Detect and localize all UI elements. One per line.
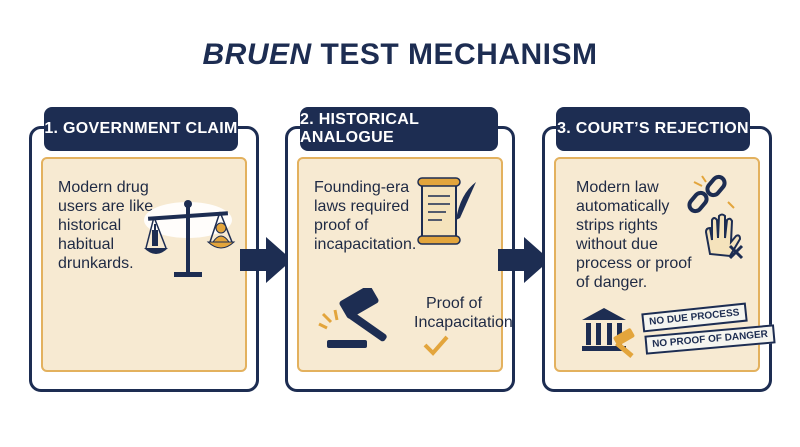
- arrow-right-icon: [240, 237, 292, 283]
- scroll-quill-icon: [417, 177, 476, 245]
- title-rest: TEST MECHANISM: [311, 38, 598, 71]
- broken-chain-icon: [687, 174, 735, 214]
- panel-3-heading: 3. COURT’S REJECTION: [556, 107, 750, 151]
- gavel-icon: [318, 288, 387, 348]
- courthouse-icon: [582, 308, 635, 358]
- raised-hand-icon: [704, 213, 744, 260]
- balance-scale-icon: [144, 200, 236, 277]
- arrow-right-icon-2: [498, 237, 550, 283]
- page-title: BRUEN TEST MECHANISM: [0, 38, 800, 72]
- checkmark-icon: [423, 335, 449, 356]
- title-italic: BRUEN: [202, 38, 312, 71]
- panel-2-heading: 2. HISTORICAL ANALOGUE: [300, 107, 498, 151]
- panel-1-heading: 1. GOVERNMENT CLAIM: [44, 107, 238, 151]
- panel-1-content: [41, 157, 247, 372]
